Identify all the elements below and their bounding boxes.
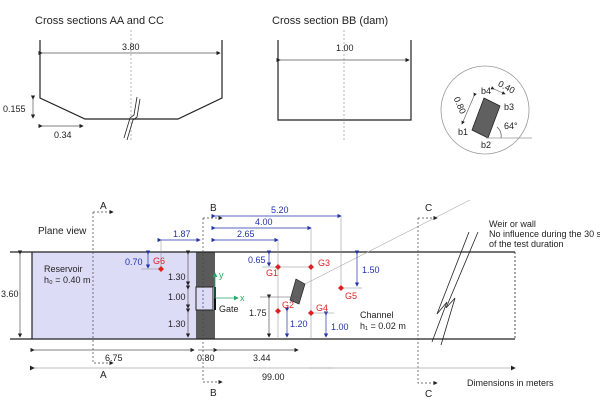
reservoir-length-label: 6.75 <box>105 353 123 363</box>
units-note: Dimensions in meters <box>467 378 554 388</box>
corner-b4: b4 <box>481 86 491 96</box>
g4-y-label: 1.00 <box>331 322 349 332</box>
g6-x-label: 1.87 <box>173 229 191 239</box>
dam-thickness-label: 0.80 <box>197 353 215 363</box>
cross-section-aa-cc: Cross sections AA and CC 3.80 0.155 0.34 <box>3 15 223 141</box>
channel-depth: h₁ = 0.02 m <box>360 321 406 331</box>
cross-section-bb: Cross section BB (dam) 1.00 <box>272 15 412 140</box>
weir-note-line3: of the test duration <box>489 239 564 249</box>
break-symbol <box>123 96 138 139</box>
g2-y-label: 1.20 <box>290 319 308 329</box>
section-a-bottom: A <box>100 370 107 381</box>
x-axis-label: x <box>240 293 245 303</box>
cross-section-aa-cc-title: Cross sections AA and CC <box>35 15 164 27</box>
weir-note-line2: No influence during the 30 s <box>489 229 600 239</box>
g5-x-label: 5.20 <box>271 205 289 215</box>
g1-y-label: 0.65 <box>248 255 266 265</box>
width-label: 3.80 <box>122 42 140 52</box>
channel-label: Channel <box>360 310 394 320</box>
g6-y-label: 0.70 <box>125 257 143 267</box>
gauge-g3: G3 <box>308 258 330 270</box>
obstacle-leader-line <box>304 199 471 285</box>
obstacle-detail: 0.80 0.40 64° b1 b2 b3 b4 <box>440 65 532 155</box>
svg-text:G2: G2 <box>282 300 294 310</box>
gauge-g4: G4 <box>308 303 328 316</box>
total-length-label: 99.00 <box>262 372 285 382</box>
obstacle <box>289 278 306 305</box>
dam-lower <box>196 310 215 339</box>
gate-opening <box>195 286 214 311</box>
gauge-g5: G5 <box>338 285 357 301</box>
gauge-g1: G1 <box>266 264 281 278</box>
corner-b2: b2 <box>481 140 491 150</box>
section-b-bottom: B <box>210 388 217 399</box>
dam-lower-label: 1.30 <box>168 319 186 329</box>
section-a-top: A <box>100 201 107 212</box>
reservoir-area <box>32 252 196 339</box>
corner-b3: b3 <box>504 102 514 112</box>
gauge-g6: G6 <box>153 256 165 272</box>
svg-text:G6: G6 <box>153 256 165 266</box>
cross-section-bb-outline <box>277 40 412 121</box>
plane-view-title: Plane view <box>38 226 87 237</box>
reservoir-label: Reservoir <box>44 264 83 274</box>
section-a-line <box>92 212 114 366</box>
width-dim-label: 3.60 <box>1 289 19 299</box>
svg-text:G4: G4 <box>316 303 328 313</box>
plane-view: Plane view Reservoir h₀ = 0.40 m A A B B <box>1 199 600 400</box>
channel-break-symbol <box>431 231 470 343</box>
g3-x-label: 4.00 <box>255 217 273 227</box>
obstacle-x-label: 3.44 <box>253 353 271 363</box>
gauge-g2: G2 <box>275 300 294 314</box>
bank-height-label: 0.155 <box>3 104 26 114</box>
gate-label: Gate <box>219 304 239 314</box>
g1-x-label: 2.65 <box>237 229 255 239</box>
dam-upper-label: 1.30 <box>168 272 186 282</box>
cross-section-bb-title: Cross section BB (dam) <box>272 15 388 27</box>
svg-text:G5: G5 <box>345 291 357 301</box>
section-c-top: C <box>425 203 432 214</box>
gate-width-label: 1.00 <box>168 292 186 302</box>
bb-width-label: 1.00 <box>336 43 354 53</box>
svg-text:G1: G1 <box>266 268 278 278</box>
section-b-top: B <box>210 203 217 214</box>
corner-b1: b1 <box>458 127 468 137</box>
section-b-line <box>202 218 223 385</box>
g5-y-label: 1.50 <box>362 265 380 275</box>
y-axis-label: y <box>219 270 224 280</box>
reservoir-depth: h₀ = 0.40 m <box>44 275 91 285</box>
bank-width-label: 0.34 <box>54 130 72 140</box>
weir-note-line1: Weir or wall <box>489 219 536 229</box>
dam-upper <box>196 252 215 287</box>
angle-label: 64° <box>504 121 518 131</box>
section-c-bottom: C <box>425 389 432 400</box>
svg-text:G3: G3 <box>318 258 330 268</box>
obstacle-y-label: 1.75 <box>249 308 267 318</box>
section-c-line <box>417 218 438 386</box>
cross-section-aa-cc-outline <box>39 40 223 120</box>
